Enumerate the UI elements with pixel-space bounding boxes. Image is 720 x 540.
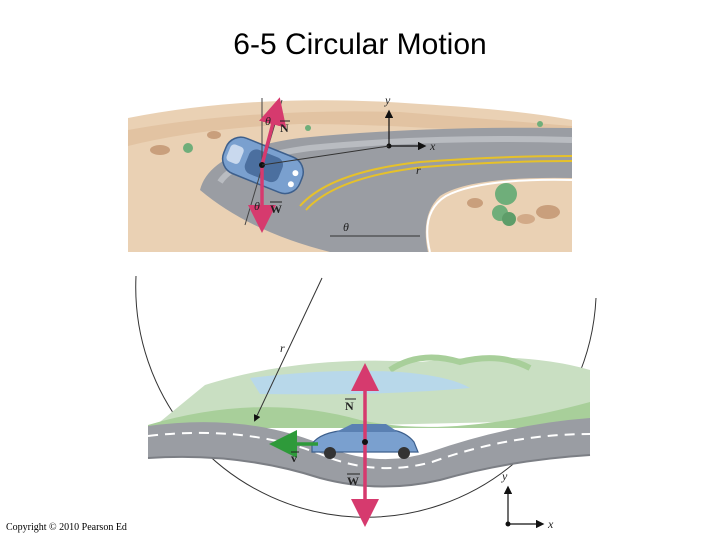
page-title: 6-5 Circular Motion bbox=[233, 28, 487, 61]
bottom-axis-y-label: y bbox=[501, 469, 508, 483]
theta-road-label: θ bbox=[343, 220, 349, 234]
road-dip-figure: r N W v y x bbox=[135, 275, 597, 531]
banked-curve-figure: θ N θ W θ y x r bbox=[128, 93, 573, 253]
bottom-weight-force-label: W bbox=[347, 474, 359, 488]
theta-lower-label: θ bbox=[254, 199, 260, 213]
normal-force-arrow bbox=[259, 97, 287, 166]
top-axis-y-label: y bbox=[384, 93, 391, 107]
normal-force-label: N bbox=[280, 121, 289, 135]
theta-top-label: θ bbox=[265, 114, 271, 128]
cactus-bush bbox=[495, 183, 517, 205]
bottom-radius-line bbox=[253, 277, 323, 422]
bottom-radius-label: r bbox=[280, 341, 285, 355]
weight-force-label: W bbox=[270, 202, 282, 216]
bottom-normal-force-label: N bbox=[345, 399, 354, 413]
top-axis-x-label: x bbox=[429, 139, 436, 153]
top-radius-label: r bbox=[416, 163, 421, 177]
top-radius-line bbox=[261, 145, 390, 166]
bottom-axis-x-label: x bbox=[547, 517, 554, 531]
copyright-notice: Copyright © 2010 Pearson Ed bbox=[6, 522, 127, 533]
velocity-label: v bbox=[291, 451, 297, 465]
